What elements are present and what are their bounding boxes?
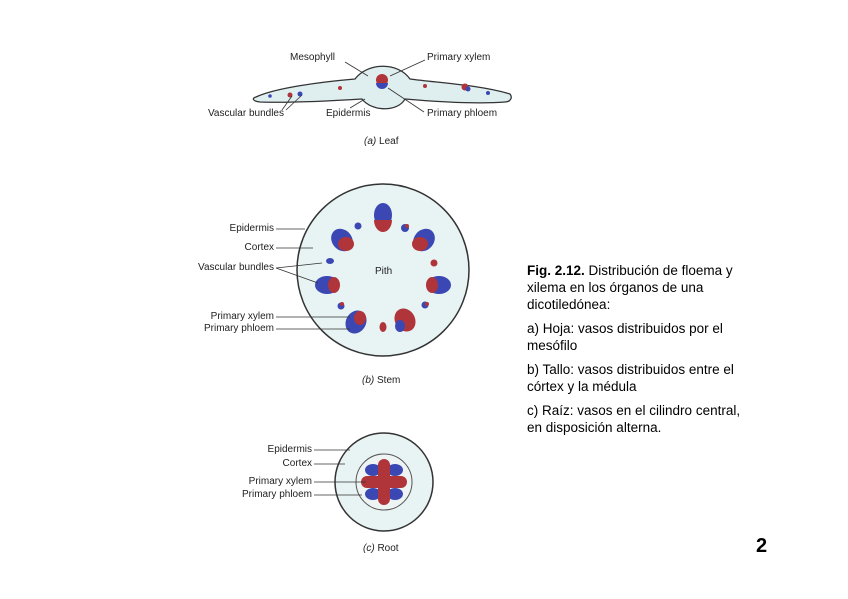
stem-caption: (b) Stem — [362, 375, 400, 386]
leaf-bundle — [338, 86, 342, 90]
leaf-label-primary-xylem: Primary xylem — [427, 52, 491, 63]
stem-bundle — [331, 228, 354, 252]
root-label-cortex: Cortex — [282, 458, 312, 469]
caption-item-b: b) Tallo: vasos distribuidos entre el có… — [527, 362, 734, 394]
caption-fig-label: Fig. 2.12. — [527, 263, 585, 278]
stem-bundle — [374, 203, 392, 232]
stem-label-epidermis: Epidermis — [229, 223, 274, 234]
stem-label-cortex: Cortex — [244, 242, 274, 253]
stem-caption-letter: (b) — [362, 375, 375, 386]
caption-item-a: a) Hoja: vasos distribuidos por el mesóf… — [527, 321, 723, 353]
leaf-label-mesophyll: Mesophyll — [290, 52, 336, 63]
root-label-epidermis: Epidermis — [267, 444, 312, 455]
leaf-bundle — [423, 84, 427, 88]
stem-label-pith: Pith — [375, 266, 393, 277]
stem-label-primary-phloem: Primary phloem — [203, 323, 274, 334]
root-caption: (c) Root — [363, 543, 399, 554]
stem-diagram — [275, 183, 470, 357]
stem-bundle-small — [326, 258, 334, 264]
leaf-diagram — [252, 59, 512, 113]
leaf-bundle — [486, 91, 490, 95]
root-label-primary-xylem: Primary xylem — [248, 476, 312, 487]
stem-caption-text: Stem — [377, 375, 401, 386]
page-number: 2 — [756, 535, 768, 557]
leaf-midrib-phloem — [376, 83, 388, 89]
leaf-label-primary-phloem: Primary phloem — [427, 108, 498, 119]
leaf-caption-text: Leaf — [379, 136, 399, 147]
root-xylem-cross — [361, 459, 407, 505]
leaf-label-vascular-bundles: Vascular bundles — [208, 108, 284, 119]
stem-bundle-small — [425, 302, 429, 306]
figure-caption: Fig. 2.12. Distribución de floema y xile… — [527, 262, 757, 443]
root-phloem — [365, 464, 403, 500]
stem-bundle-small — [379, 322, 387, 332]
root-label-primary-phloem: Primary phloem — [241, 489, 312, 500]
stem-label-vascular-bundles: Vascular bundles — [198, 262, 274, 273]
stem-outline — [296, 183, 470, 357]
leaf-bundle — [268, 94, 272, 98]
stem-label-primary-xylem: Primary xylem — [210, 311, 274, 322]
root-caption-text: Root — [377, 543, 399, 554]
caption-item-c: c) Raíz: vasos en el cilindro central, e… — [527, 403, 741, 435]
stem-bundle-small — [340, 302, 344, 306]
stem-bundle-small — [354, 222, 362, 230]
stem-bundle — [412, 228, 435, 252]
caption-fig-text: Distribución de floema y xilema en los ó… — [527, 263, 733, 312]
root-diagram — [314, 432, 434, 532]
leaf-caption-letter: (a) — [364, 136, 377, 147]
leaf-label-epidermis: Epidermis — [326, 108, 371, 119]
stem-bundle — [394, 308, 416, 332]
stem-bundle-small — [405, 224, 409, 228]
leaf-caption: (a) Leaf — [364, 136, 398, 147]
leaf-bundle — [287, 92, 293, 98]
caption-intro: Fig. 2.12. Distribución de floema y xile… — [527, 262, 757, 313]
stem-bundle — [315, 276, 340, 294]
stem-bundle-small — [430, 259, 438, 267]
stem-bundle — [426, 276, 451, 294]
root-caption-letter: (c) — [363, 543, 375, 554]
leaf-bundle-phloem — [465, 86, 471, 92]
stem-bundle — [345, 310, 367, 334]
